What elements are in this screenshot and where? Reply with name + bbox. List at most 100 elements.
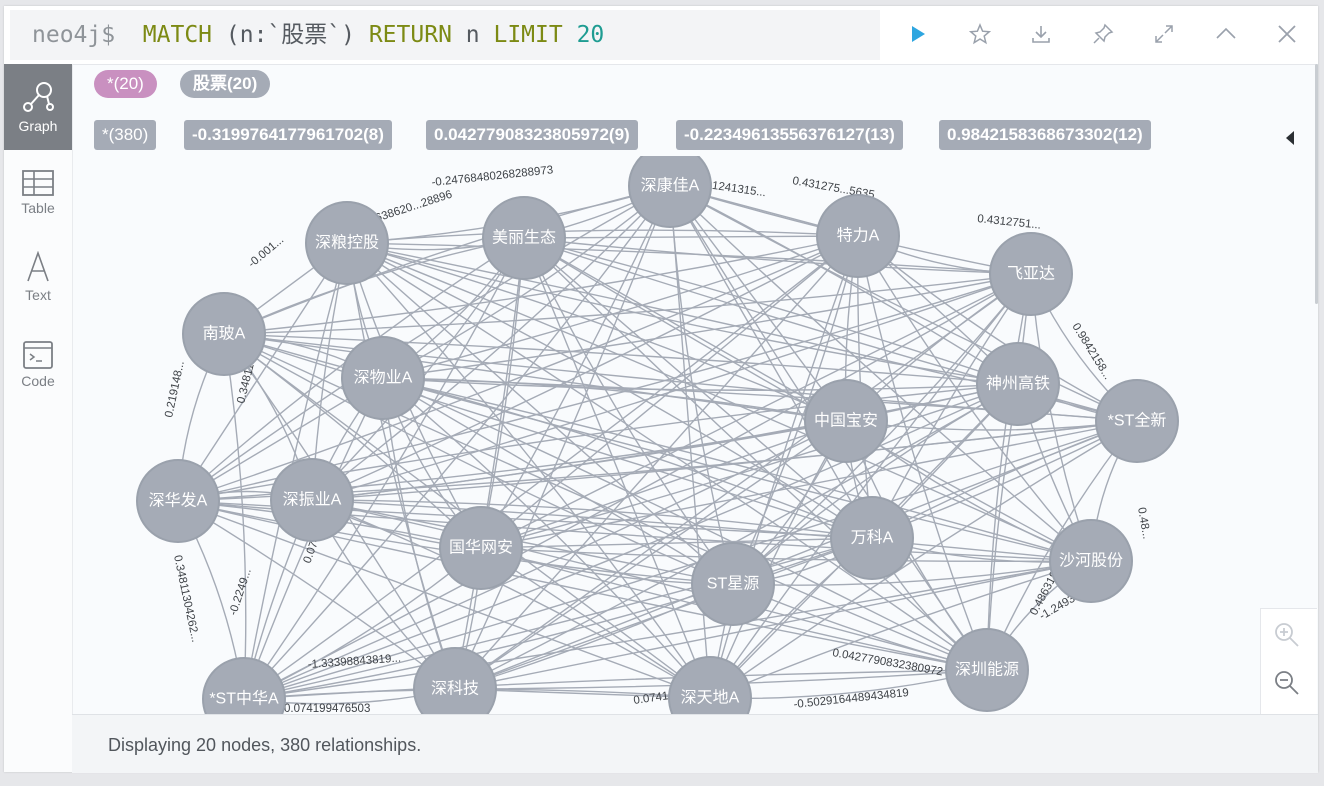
node-circle[interactable] xyxy=(1095,379,1179,463)
node-circle[interactable] xyxy=(691,542,775,626)
relationship-edge[interactable] xyxy=(311,185,671,501)
relationship-edge[interactable] xyxy=(223,333,847,422)
graph-node[interactable]: *ST全新 xyxy=(1095,379,1179,463)
graph-node[interactable]: *ST中华A xyxy=(202,657,286,714)
relationship-edge[interactable] xyxy=(732,560,1092,586)
relationship-edge[interactable] xyxy=(243,669,988,700)
relationship-edge[interactable] xyxy=(223,333,988,671)
relationship-edge[interactable] xyxy=(177,500,711,699)
node-circle[interactable] xyxy=(182,292,266,376)
relationship-edge[interactable] xyxy=(382,377,1092,562)
relationship-edge[interactable] xyxy=(480,185,671,549)
relationship-edge[interactable] xyxy=(177,235,859,502)
relationship-edge[interactable] xyxy=(480,537,873,549)
zoom-out-button[interactable] xyxy=(1273,669,1305,701)
node-circle[interactable] xyxy=(439,506,523,590)
relationship-edge[interactable] xyxy=(311,499,1092,562)
graph-node[interactable]: 深振业A xyxy=(270,458,354,542)
relationship-edge[interactable] xyxy=(732,235,859,585)
relationship-edge[interactable] xyxy=(382,377,873,539)
relationship-edge[interactable] xyxy=(454,237,525,690)
relationship-edge[interactable] xyxy=(243,583,734,700)
node-circle[interactable] xyxy=(136,459,220,543)
node-circle[interactable] xyxy=(1049,519,1133,603)
relationship-edge[interactable] xyxy=(709,420,1138,699)
sidebar-item-text[interactable]: Text xyxy=(4,234,72,320)
node-circle[interactable] xyxy=(816,194,900,278)
rel-type-tag[interactable]: 0.0427790832380597​2(9) xyxy=(426,120,638,150)
rel-type-all[interactable]: *(380) xyxy=(94,120,157,150)
relationship-edge[interactable] xyxy=(311,273,1032,501)
relationship-edge[interactable] xyxy=(709,560,1092,699)
relationship-edge[interactable] xyxy=(480,383,1019,549)
relationship-edge[interactable] xyxy=(454,560,1092,690)
relationship-edge[interactable] xyxy=(523,237,1032,275)
relationship-edge[interactable] xyxy=(454,273,1032,690)
relationship-edge[interactable] xyxy=(480,420,847,549)
relationship-edge[interactable] xyxy=(346,242,873,539)
rel-type-tag[interactable]: -0.22349613556376127(13) xyxy=(676,120,903,150)
relationship-edge[interactable] xyxy=(523,237,847,422)
graph-node[interactable]: 深天地A xyxy=(668,656,752,714)
download-button[interactable] xyxy=(1021,16,1061,52)
relationship-edge[interactable] xyxy=(454,420,1138,690)
collapse-button[interactable] xyxy=(1206,16,1246,52)
query-editor[interactable]: neo4j$ MATCH (n:`股票`) RETURN n LIMIT 20 xyxy=(10,10,880,60)
rel-type-tag[interactable]: -0.3199764177961702(8) xyxy=(184,120,392,150)
caret-left-icon[interactable] xyxy=(1284,130,1296,146)
node-circle[interactable] xyxy=(482,196,566,280)
rel-type-tag[interactable]: 0.9842158368673302(12) xyxy=(939,120,1151,150)
graph-node[interactable]: 美丽生态 xyxy=(482,196,566,280)
relationship-edge[interactable] xyxy=(382,377,847,422)
relationship-edge[interactable] xyxy=(223,235,859,335)
node-circle[interactable] xyxy=(976,342,1060,426)
favorite-button[interactable] xyxy=(960,16,1000,52)
relationship-edge[interactable] xyxy=(523,237,711,699)
node-circle[interactable] xyxy=(202,657,286,714)
relationship-edge[interactable] xyxy=(454,185,671,690)
close-button[interactable] xyxy=(1267,16,1307,52)
relationship-edge[interactable] xyxy=(382,377,711,699)
relationship-edge[interactable] xyxy=(177,185,671,502)
relationship-edge[interactable] xyxy=(243,235,859,700)
graph-node[interactable]: 沙河股份 xyxy=(1049,519,1133,603)
node-label-stock[interactable]: 股票(20) xyxy=(180,70,271,98)
relationship-edge[interactable] xyxy=(669,185,873,539)
relationship-edge[interactable] xyxy=(311,420,1138,501)
node-label-all[interactable]: *(20) xyxy=(94,70,157,98)
graph-node[interactable]: 神州高铁 xyxy=(976,342,1060,426)
graph-svg[interactable]: -0.24768480268288973-0.91241315...0.4312… xyxy=(72,156,1318,714)
relationship-edge[interactable] xyxy=(523,237,988,671)
graph-node[interactable]: 飞亚达 xyxy=(989,232,1073,316)
graph-node[interactable]: 特力A xyxy=(816,194,900,278)
node-circle[interactable] xyxy=(270,458,354,542)
relationship-edge[interactable] xyxy=(382,377,1019,391)
relationship-edge[interactable] xyxy=(311,383,1019,501)
relationship-edge[interactable] xyxy=(523,235,859,239)
graph-node[interactable]: 中国宝安 xyxy=(804,379,888,463)
relationship-edge[interactable] xyxy=(480,547,1092,563)
relationship-edge[interactable] xyxy=(243,383,1019,700)
relationship-edge[interactable] xyxy=(223,333,873,539)
relationship-edge[interactable] xyxy=(523,237,1092,562)
relationship-edge[interactable] xyxy=(346,242,847,422)
relationship-edge[interactable] xyxy=(480,273,1032,549)
relationship-edge[interactable] xyxy=(382,377,988,671)
scrollbar[interactable] xyxy=(1315,64,1318,304)
node-circle[interactable] xyxy=(804,379,888,463)
relationship-edge[interactable] xyxy=(243,560,1092,700)
relationship-edge[interactable] xyxy=(857,235,1092,562)
relationship-edge[interactable] xyxy=(177,500,456,690)
relationship-edge[interactable] xyxy=(857,235,988,671)
relationship-edge[interactable] xyxy=(311,499,873,539)
relationship-edge[interactable] xyxy=(346,242,1092,562)
sidebar-item-code[interactable]: Code xyxy=(4,322,72,408)
relationship-edge[interactable] xyxy=(223,333,734,585)
node-circle[interactable] xyxy=(830,496,914,580)
node-circle[interactable] xyxy=(945,628,1029,712)
relationship-edge[interactable] xyxy=(480,420,1138,549)
relationship-edge[interactable] xyxy=(243,237,525,700)
graph-node[interactable]: 深物业A xyxy=(341,336,425,420)
relationship-edge[interactable] xyxy=(454,235,859,690)
graph-node[interactable]: 深康佳A xyxy=(628,156,712,228)
